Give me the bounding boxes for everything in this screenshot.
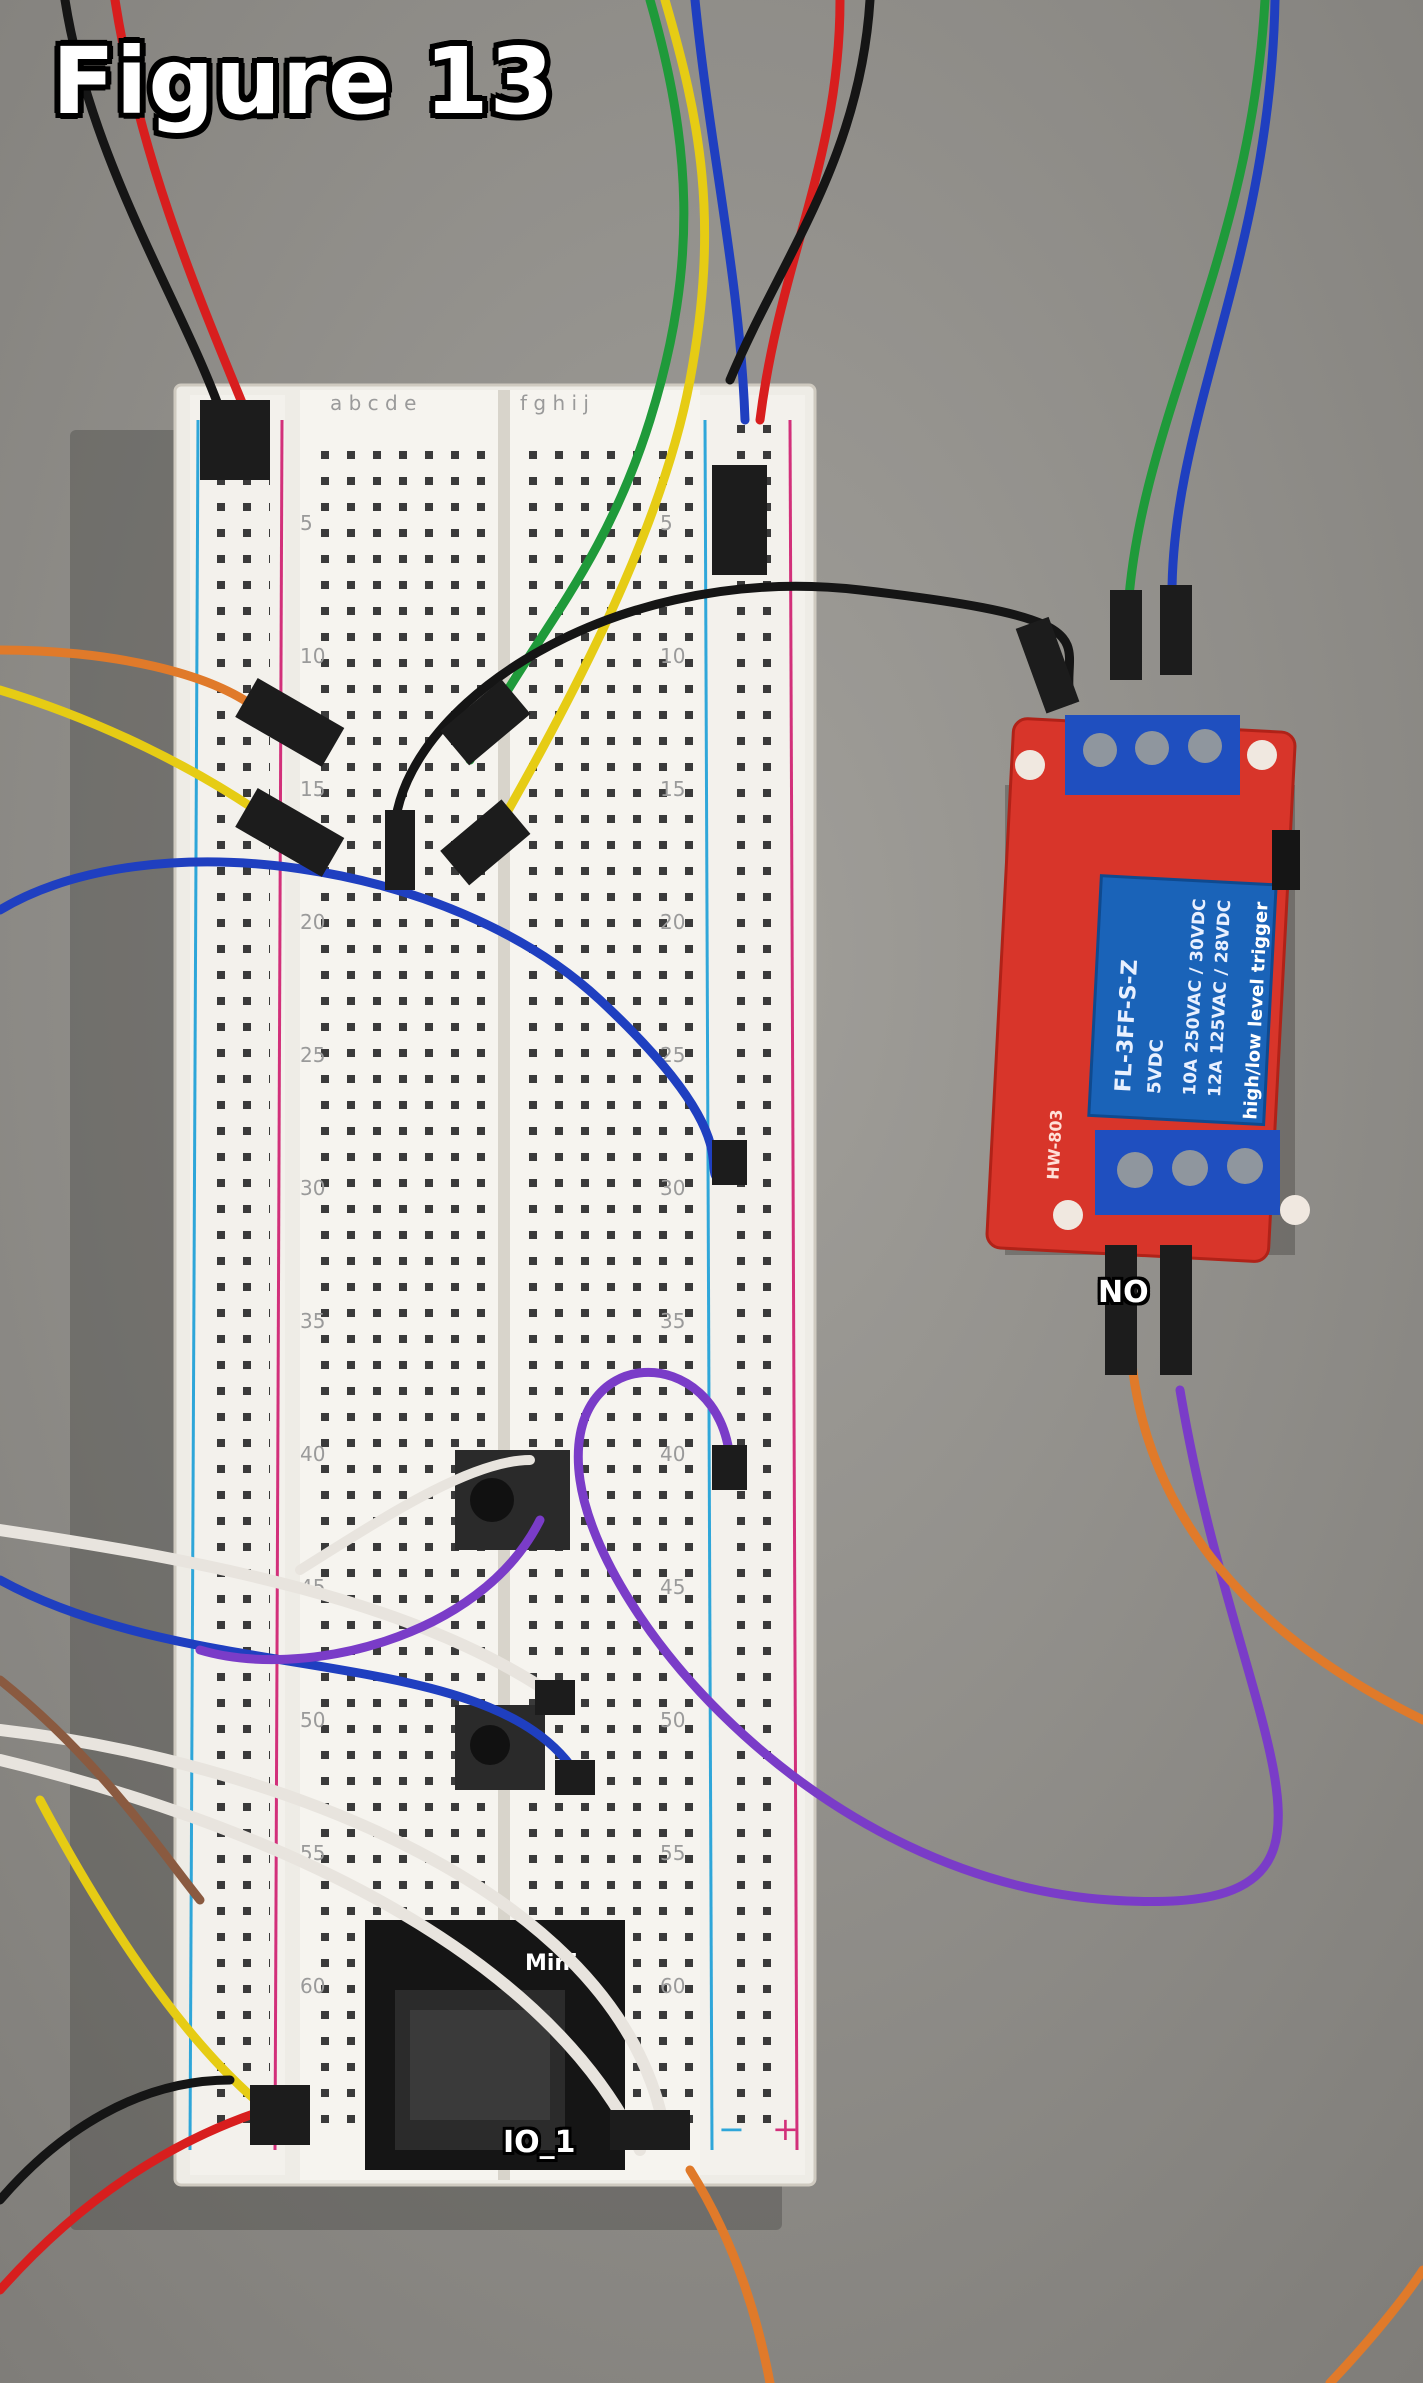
connector-housings <box>200 400 1192 2150</box>
relay-cube <box>1087 874 1278 1127</box>
mp3-player-module: Mini <box>365 1920 625 2170</box>
row-number-right: 15 <box>660 777 685 801</box>
wire-red-top <box>755 0 845 425</box>
wire-yellow-top <box>475 0 710 865</box>
relay-coil: 5VDC <box>1144 1039 1168 1095</box>
wire-yellow-bottom <box>35 1795 285 2125</box>
column-letters-left: a b c d e <box>330 391 416 415</box>
row-number-left: 25 <box>300 1043 325 1067</box>
row-number-right: 45 <box>660 1575 685 1599</box>
column-letters-right: f g h i j <box>520 391 589 415</box>
row-number-left: 35 <box>300 1309 325 1333</box>
row-number-left: 15 <box>300 777 325 801</box>
wire-brown-left <box>0 1675 205 1905</box>
row-number-right: 50 <box>660 1708 685 1732</box>
row-number-right: 60 <box>660 1974 685 1998</box>
wire-purple-lower <box>195 1515 545 1664</box>
row-number-right: 40 <box>660 1442 685 1466</box>
wire-green-relay <box>1123 0 1270 615</box>
row-number-left: 50 <box>300 1708 325 1732</box>
row-number-right: 5 <box>660 511 673 535</box>
row-number-right: 55 <box>660 1841 685 1865</box>
relay-module: FL-3FF-S-Z 5VDC 10A 250VAC / 30VDC 12A 1… <box>985 715 1310 1263</box>
row-number-right: 10 <box>660 644 685 668</box>
wire-orange-bottom <box>685 2165 775 2383</box>
wire-blue-lower <box>0 1575 585 1785</box>
row-number-left: 30 <box>300 1176 325 1200</box>
wire-black-bottom <box>0 2075 235 2205</box>
relay-board-code: HW-803 <box>1043 1109 1066 1180</box>
wire-purple-arc <box>573 1367 1283 1906</box>
wire-blue-relay <box>1167 0 1280 605</box>
relay-terminal-callout: NO <box>1098 1275 1149 1310</box>
push-button-top <box>455 1450 570 1550</box>
row-number-left: 40 <box>300 1442 325 1466</box>
push-button-bottom <box>455 1705 545 1790</box>
player-pin-callout: IO_1 <box>503 2125 576 2160</box>
svg-text:+: + <box>772 2110 799 2148</box>
wire-red-top-left <box>110 0 250 415</box>
row-number-left: 20 <box>300 910 325 934</box>
rail-minus-sign: − <box>718 2110 745 2148</box>
wire-white-button <box>295 1455 535 1575</box>
wire-black-top-left <box>60 0 225 415</box>
wire-orange-corner <box>1325 2265 1423 2383</box>
figure-label: Figure 13 <box>52 28 555 135</box>
rail-blue-line <box>188 419 200 2151</box>
wire-white-1 <box>0 1524 566 1706</box>
wire-black-top <box>725 0 875 385</box>
row-number-left: 60 <box>300 1974 325 1998</box>
row-number-right: 20 <box>660 910 685 934</box>
wire-orange-relay <box>1125 1335 1423 1725</box>
wire-yellow-left <box>0 685 275 825</box>
wire-white-2 <box>0 1724 666 2116</box>
row-number-right: 35 <box>660 1309 685 1333</box>
row-number-left: 10 <box>300 644 325 668</box>
wire-black-relay <box>389 581 1075 855</box>
row-number-left: 5 <box>300 511 313 535</box>
row-number-right: 30 <box>660 1176 685 1200</box>
